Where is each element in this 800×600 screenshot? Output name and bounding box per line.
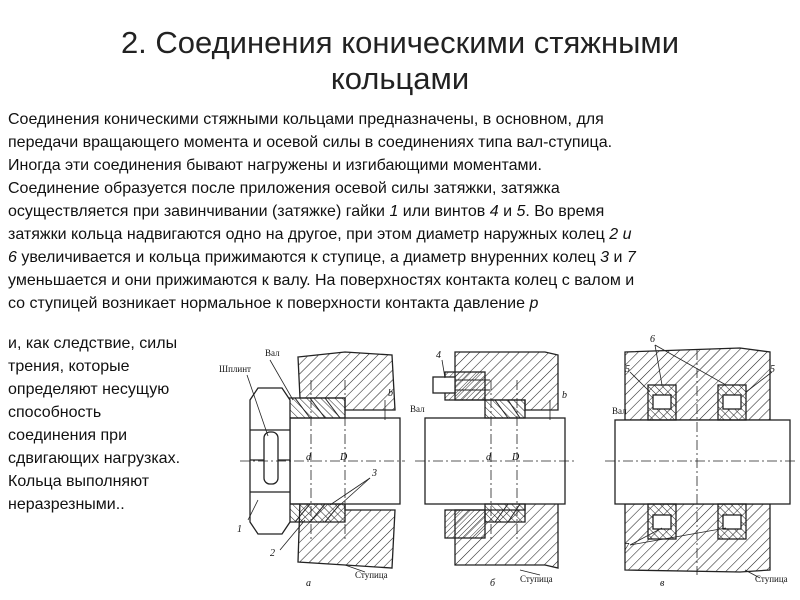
side-text-line: неразрезными..: [8, 496, 125, 513]
ref-number: 3: [600, 249, 610, 266]
figure-a: [240, 351, 405, 573]
figure-b: [415, 351, 575, 576]
flange-bottom-b: [444, 509, 486, 539]
paragraph-text: увеличивается и кольца прижимаются к сту…: [16, 249, 601, 266]
screw-b: [432, 376, 456, 394]
paragraph-line: Иногда эти соединения бывают нагружены и…: [8, 157, 542, 174]
label-val-b: Вал: [410, 404, 425, 414]
pressure-symbol: p: [529, 295, 539, 312]
figure-c: [605, 344, 795, 579]
paragraph-line: передачи вращающего момента и осевой сил…: [8, 134, 613, 151]
label-n5-right-c: 5: [770, 364, 775, 375]
label-d-b: d: [486, 452, 492, 463]
paragraph-text: и: [609, 249, 627, 266]
paragraph-line: затяжки кольца надвигаются одно на друго…: [8, 223, 632, 246]
ref-number: 5: [516, 203, 526, 220]
hub-bottom-c: [624, 503, 771, 573]
paragraph-line: Соединения коническими стяжными кольцами…: [8, 111, 604, 128]
label-stupica-c: Ступица: [755, 574, 788, 584]
ref-number: 2 и: [609, 226, 632, 243]
paragraph-text: . Во время: [525, 203, 605, 220]
paragraph-line: 6 увеличивается и кольца прижимаются к с…: [8, 246, 636, 269]
label-shplint-a: Шплинт: [219, 364, 251, 374]
label-b-b: b: [562, 390, 567, 401]
paragraph-text: осуществляется при завинчивании (затяжке…: [8, 203, 390, 220]
label-D-b: D: [511, 452, 520, 463]
label-n1-a: 1: [237, 524, 242, 535]
side-text-line: Кольца выполняют: [8, 473, 150, 490]
paragraph-line: Соединение образуется после приложения о…: [8, 180, 560, 197]
slide-title-line1: 2. Соединения коническими стяжными: [120, 25, 680, 60]
paragraph-line: уменьшается и они прижимаются к валу. На…: [8, 272, 635, 289]
label-d-a: d: [306, 452, 312, 463]
label-n5-left-c: 5: [625, 364, 630, 375]
rings-bottom-a: [284, 503, 346, 523]
ref-number: 6: [8, 249, 17, 266]
label-n6-c: 6: [650, 334, 655, 345]
caption-c: в: [660, 578, 665, 589]
label-n4-b: 4: [436, 350, 441, 361]
label-n7-c: 7: [624, 542, 630, 553]
ref-number: 4: [489, 203, 499, 220]
caption-b: б: [490, 578, 496, 589]
slide-title-line2: кольцами: [330, 61, 470, 96]
paragraph-line: со ступицей возникает нормальное к повер…: [8, 292, 538, 315]
paragraph-text: затяжки кольца надвигаются одно на друго…: [8, 226, 610, 243]
side-text-line: способность: [8, 404, 102, 421]
label-n2-a: 2: [270, 548, 275, 559]
shaft-c: [614, 419, 791, 505]
caption-a: а: [306, 578, 311, 589]
paragraph-text: или винтов: [398, 203, 490, 220]
label-n3-a: 3: [371, 468, 377, 479]
hub-top-c: [624, 347, 771, 421]
side-text-line: определяют несущую: [8, 381, 170, 398]
ref-number: 1: [389, 203, 399, 220]
paragraph-text: и: [498, 203, 517, 220]
label-stupica-b: Ступица: [520, 574, 553, 584]
side-text-line: соединения при: [8, 427, 128, 444]
label-D-a: D: [339, 452, 348, 463]
label-val-c: Вал: [612, 406, 627, 416]
paragraph-line: осуществляется при завинчивании (затяжке…: [8, 200, 604, 223]
side-text-line: сдвигающих нагрузках.: [8, 450, 181, 467]
side-text-line: и, как следствие, силы: [8, 335, 178, 352]
label-b-a: b: [388, 388, 393, 399]
label-stupica-a: Ступица: [355, 570, 388, 580]
rings-top-a: [284, 397, 346, 419]
label-val-a: Вал: [265, 348, 280, 358]
paragraph-text: со ступицей возникает нормальное к повер…: [8, 295, 530, 312]
side-text-line: трения, которые: [8, 358, 130, 375]
ref-number: 7: [626, 249, 636, 266]
